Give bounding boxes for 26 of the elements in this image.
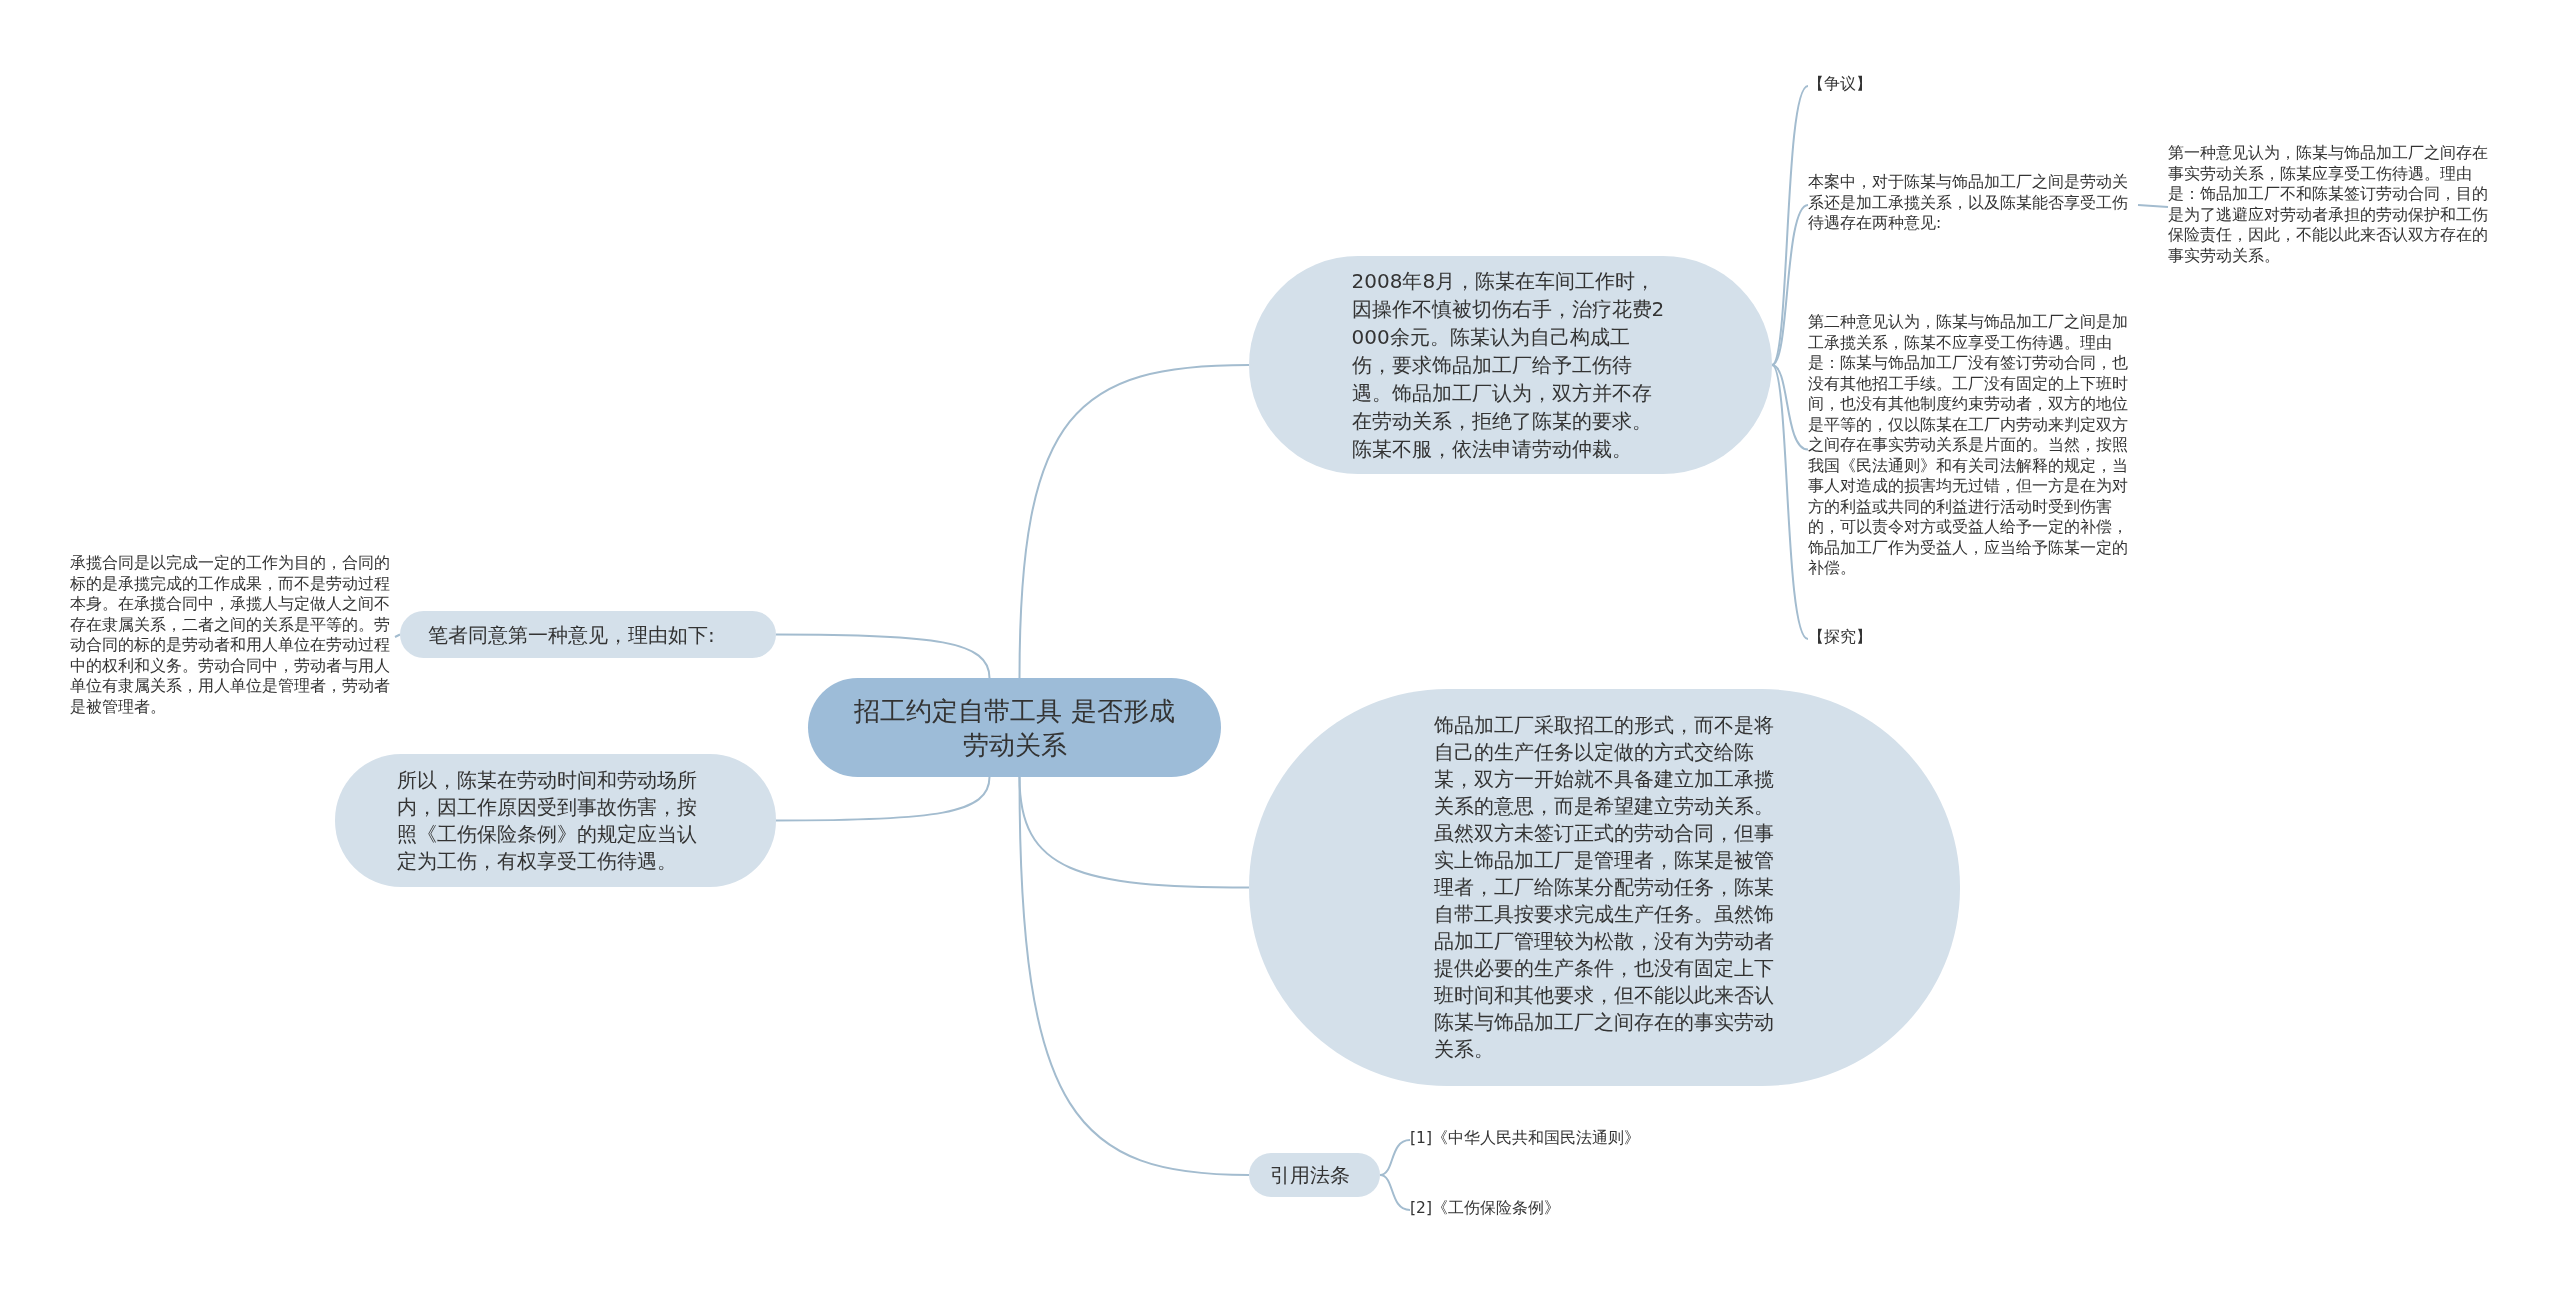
branch-text: 本案中，对于陈某与饰品加工厂之间是劳动关系还是加工承揽关系，以及陈某能否享受工伤待遇存在两种意见:: [1808, 172, 2138, 238]
topic-bubble: [400, 611, 776, 658]
topic-text: 饰品加工厂采取招工的形式，而不是将自己的生产任务以定做的方式交给陈某，双方一开始就不具备建立加工承揽关系的意思，而是希望建立劳动关系。虽然双方未签订正式的劳动合同，但事实上饰品加工厂是管理者，陈某是被管理者，工厂给陈某分配劳动任务，陈某自带工具按要求完成生产任务。虽然饰品加工厂管理较为松散，没有为劳动者提供必要的生产条件，也没有固定上下班时间和其他要求，但不能以此来否认陈某与饰品加工厂之间存在的事实劳动关系。: [1433, 712, 1775, 1063]
topic-text: 2008年8月，陈某在车间工作时，因操作不慎被切伤右手，治疗花费2000余元。陈某认为自己构成工伤，要求饰品加工厂给予工伤待遇。饰品加工厂认为，双方并不存在劳动关系，拒绝了陈某的要求。陈某不服，依法申请劳动仲裁。: [1351, 268, 1666, 463]
branch-text: 第二种意见认为，陈某与饰品加工厂之间是加工承揽关系，陈某不应享受工伤待遇。理由是：陈某与饰品加工厂没有签订劳动合同，也没有其他招工手续。工厂没有固定的上下班时间，也没有其他制度约束劳动者，双方的地位是平等的，仅以陈某在工厂内劳动来判定双方之间存在事实劳动关系是片面的。当然，按照我国《民法通则》和有关司法解释的规定，当事人对造成的损害均无过错，但一方是在为对方的利益或共同的利益进行活动时受到伤害的，可以责令对方或受益人给予一定的补偿，饰品加工厂作为受益人，应当给予陈某一定的补偿。: [1808, 312, 2138, 587]
connector-line: [1018, 776, 1250, 1176]
connector-line: [1379, 1139, 1411, 1176]
branch-text: [1]《中华人民共和国民法通则》: [1410, 1128, 1700, 1152]
branch-text: 第一种意见认为，陈某与饰品加工厂之间存在事实劳动关系，陈某应享受工伤待遇。理由是：饰品加工厂不和陈某签订劳动合同，目的是为了逃避应对劳动者承担的劳动保护和工伤保险责任，因此，不能以此来否认双方存在的事实劳动关系。: [2168, 143, 2498, 271]
connector-line: [1771, 364, 1809, 451]
topic-text: 笔者同意第一种意见，理由如下:: [428, 621, 716, 648]
connector-line: [1771, 204, 1809, 366]
connector-line: [1379, 1174, 1411, 1211]
branch-text: 【探究】: [1808, 627, 1908, 651]
branch-text: 【争议】: [1808, 74, 1918, 98]
connector-line: [775, 633, 991, 679]
topic-title: 招工约定自带工具 是否形成劳动关系: [853, 694, 1176, 762]
connector-line: [2137, 204, 2169, 208]
topic-text: 所以，陈某在劳动时间和劳动场所内，因工作原因受到事故伤害，按照《工伤保险条例》的规定应当认定为工伤，有权享受工伤待遇。: [396, 766, 698, 875]
topic-text: 引用法条: [1269, 1162, 1351, 1188]
connector-line: [775, 776, 991, 822]
branch-text: 承揽合同是以完成一定的工作为目的，合同的标的是承揽完成的工作成果，而不是劳动过程本身。在承揽合同中，承揽人与定做人之间不存在隶属关系，二者之间的关系是平等的。劳动合同的标的是劳动者和用人单位在劳动过程中的权利和义务。劳动合同中，劳动者与用人单位有隶属关系，用人单位是管理者，劳动者是被管理者。: [70, 553, 395, 721]
connector-line: [1018, 364, 1250, 679]
connector-line: [1771, 364, 1809, 640]
topic-bubble: [1249, 1153, 1380, 1197]
branch-text: [2]《工伤保险条例》: [1410, 1198, 1630, 1222]
